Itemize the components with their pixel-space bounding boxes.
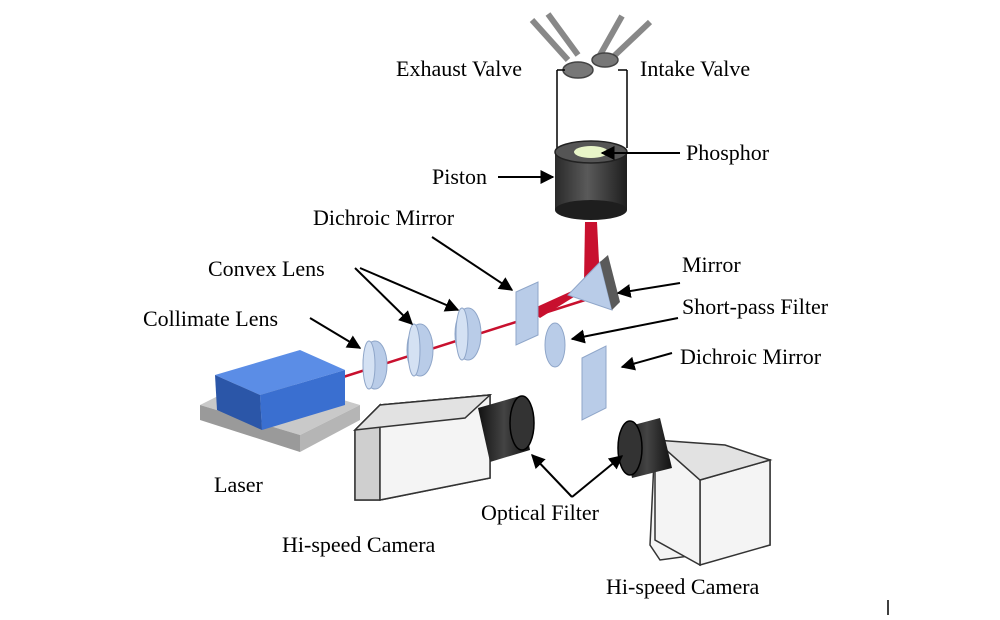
- camera-right: [617, 418, 773, 567]
- short-pass-filter: [544, 322, 566, 368]
- label-camera-right: Hi-speed Camera: [606, 574, 760, 599]
- label-piston: Piston: [432, 164, 487, 189]
- phosphor-disk: [574, 146, 608, 158]
- label-mirror: Mirror: [682, 252, 741, 277]
- exhaust-valve: [529, 12, 594, 79]
- label-dichroic-mirror-right: Dichroic Mirror: [680, 344, 822, 369]
- mirror: [567, 255, 620, 311]
- label-phosphor: Phosphor: [686, 140, 770, 165]
- convex-lens-2: [454, 307, 482, 361]
- label-convex-lens: Convex Lens: [208, 256, 325, 281]
- label-dichroic-mirror-top: Dichroic Mirror: [313, 205, 455, 230]
- label-exhaust-valve: Exhaust Valve: [396, 56, 522, 81]
- label-laser: Laser: [214, 472, 264, 497]
- label-short-pass-filter: Short-pass Filter: [682, 294, 829, 319]
- label-camera-left: Hi-speed Camera: [282, 532, 436, 557]
- label-intake-valve: Intake Valve: [640, 56, 750, 81]
- intake-valve: [591, 14, 653, 68]
- label-optical-filter: Optical Filter: [481, 500, 600, 525]
- dichroic-mirror-right: [581, 345, 607, 421]
- piston: [554, 140, 628, 220]
- convex-lens-1: [406, 323, 434, 377]
- camera-left: [352, 394, 535, 501]
- dichroic-mirror-top: [515, 281, 539, 346]
- label-collimate-lens: Collimate Lens: [143, 306, 278, 331]
- collimate-lens: [362, 340, 388, 390]
- laser-source: [200, 350, 360, 452]
- valve-chamber-outline: [556, 69, 628, 148]
